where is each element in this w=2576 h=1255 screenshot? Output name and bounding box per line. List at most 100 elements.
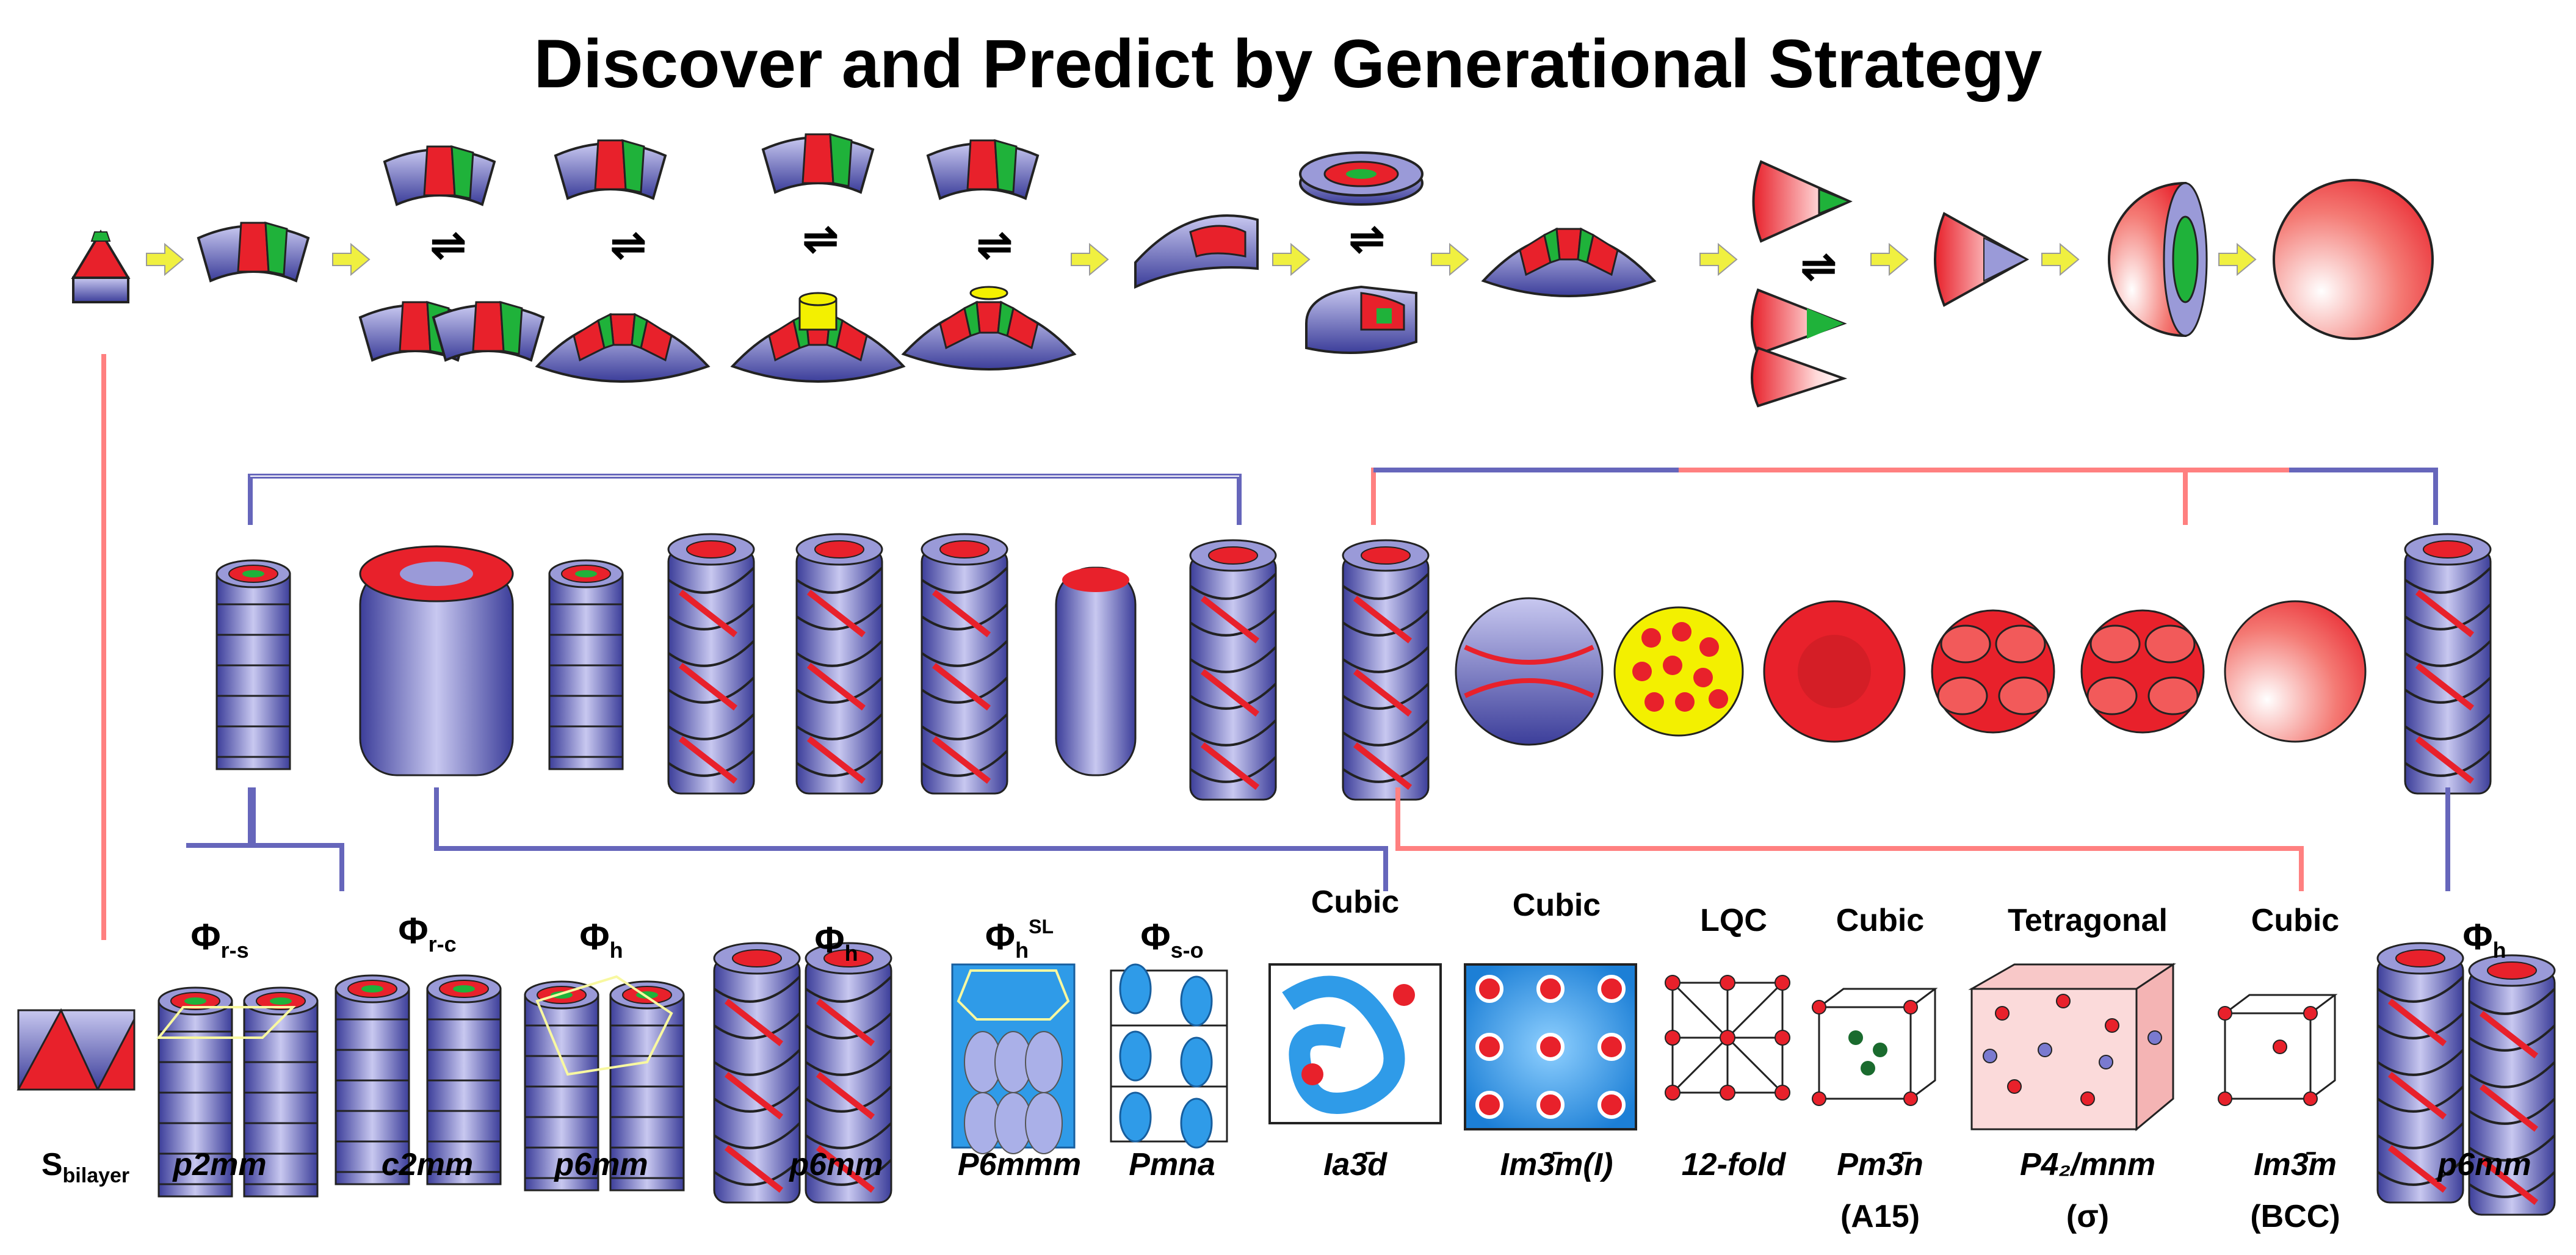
phase-symmetry-label: p2mm (172, 1147, 266, 1182)
im3m-cube (1464, 963, 1637, 1130)
braided-sphere (1455, 597, 1604, 746)
phase-top-subscript: h (1015, 938, 1029, 963)
page-title: Discover and Predict by Generational Str… (534, 26, 2042, 102)
sphere-with-star (2224, 600, 2367, 743)
phase-symmetry-label: p6mm (788, 1147, 883, 1182)
phase-symmetry-label: c2mm (382, 1147, 473, 1182)
cone-assembly (1752, 160, 1853, 243)
wedge-assembly (383, 145, 496, 206)
equilibrium-symbol: ⇌ (803, 215, 839, 262)
p6mmm-superlattice (951, 963, 1076, 1154)
helical-column (1343, 540, 1428, 800)
phase-top-subscript: r-s (221, 938, 249, 963)
hollow-column (1055, 566, 1137, 776)
helical-column (1190, 540, 1276, 800)
dotted-sphere (1613, 606, 1744, 737)
helical-column (2405, 534, 2491, 794)
phase-symmetry-label: Sbilayer (42, 1147, 129, 1187)
double-cone-assembly (1751, 288, 1848, 408)
yellow-arrow (1870, 242, 1909, 277)
phase-top-label: Cubic (2251, 903, 2339, 938)
disk-assembly (1299, 151, 1424, 206)
monomer-triangle (71, 230, 131, 303)
bilayer-structure (16, 1008, 136, 1091)
cone-assembly (1934, 212, 2030, 307)
phase-symmetry-label: p6mm (2436, 1147, 2531, 1182)
phase-top-label: Φh (579, 916, 623, 963)
top-row-assemblies: ⇌ ⇌ ⇌ ⇌ (71, 133, 2434, 408)
upper-connectors (248, 468, 2438, 525)
yellow-arrow (2041, 242, 2080, 277)
red-sphere (1763, 600, 1906, 743)
phase-top-subscript: h (610, 938, 623, 963)
yellow-arrow (1431, 242, 1469, 277)
equilibrium-symbol: ⇌ (977, 221, 1013, 269)
dome-assembly (536, 313, 709, 383)
equilibrium-symbol: ⇌ (1801, 242, 1837, 290)
phase-structure-label: (BCC) (2250, 1199, 2340, 1234)
a15-lattice (1812, 988, 1938, 1106)
dome-assembly (1482, 228, 1655, 297)
phase-top-superscript: SL (1029, 916, 1054, 938)
phase-top-label: Cubic (1311, 884, 1399, 920)
phase-structure-label: (σ) (2066, 1199, 2109, 1234)
equilibrium-symbol: ⇌ (1349, 215, 1385, 262)
red-sphere-micelle (2080, 609, 2205, 734)
yellow-arrow (146, 242, 184, 277)
phase-top-label: Cubic (1513, 888, 1601, 923)
phase-symmetry-subscript: bilayer (63, 1164, 130, 1187)
phase-symmetry-label: P6mmm (958, 1147, 1081, 1182)
bcc-lattice (2218, 994, 2338, 1106)
phase-top-label: Cubic (1836, 903, 1924, 938)
phase-symmetry-label: 12-fold (1682, 1147, 1787, 1182)
p2mm-lattice (156, 986, 319, 1198)
phase-top-label: Tetragonal (2008, 903, 2168, 938)
wedge-assembly (927, 139, 1039, 200)
phase-top-label: Φh (814, 919, 858, 966)
helical-column (797, 534, 882, 794)
elliptical-stacked-column (359, 545, 514, 776)
equilibrium-symbol: ⇌ (430, 221, 466, 269)
lower-connectors (101, 354, 2450, 940)
phase-symmetry-label: Pmna (1129, 1147, 1215, 1182)
yellow-arrow (1272, 242, 1311, 277)
yellow-arrow (332, 242, 371, 277)
lqc-tiling (1665, 975, 1790, 1101)
phase-symmetry-label: p6mm (553, 1147, 648, 1182)
phase-symmetry-label: P4₂/mnm (2020, 1147, 2155, 1182)
sphere-assembly (2273, 179, 2434, 340)
yellow-arrow (1071, 242, 1109, 277)
stacked-disk-column (215, 559, 291, 770)
red-sphere-micelle (1931, 609, 2055, 734)
phase-top-label: Φr-c (398, 910, 456, 957)
pmna-lattice (1110, 963, 1228, 1149)
yellow-arrow (1699, 242, 1738, 277)
phase-structure-label: (A15) (1840, 1199, 1920, 1234)
phase-symmetry-label: Pm3̄n (1837, 1147, 1923, 1182)
phase-symmetry-label: Im3̄m(I) (1500, 1147, 1613, 1182)
bottom-row-phases (16, 943, 2555, 1215)
phase-symmetry-label: Ia3̄d (1323, 1147, 1387, 1182)
phase-top-label: LQC (1700, 903, 1767, 938)
p6mm-lattice (524, 975, 685, 1192)
middle-row-structures (215, 534, 2491, 800)
dome-with-core-assembly (902, 286, 1076, 371)
phase-top-label: ΦhSL (985, 916, 1054, 963)
phase-top-label: Φh (2462, 916, 2506, 963)
wedge-assembly (762, 133, 874, 193)
ia3d-gyroid (1268, 963, 1442, 1124)
wedge-assembly (197, 222, 309, 282)
phase-top-subscript: r-c (429, 931, 457, 957)
phase-top-subscript: s-o (1171, 938, 1204, 963)
dome-with-core-assembly (731, 292, 905, 383)
phase-top-subscript: h (2493, 938, 2506, 963)
phase-top-subscript: h (845, 941, 858, 966)
helical-column (548, 559, 624, 770)
phase-top-label: Φs-o (1140, 916, 1203, 963)
bowtie-assembly (359, 301, 545, 361)
equilibrium-symbol: ⇌ (610, 221, 646, 269)
sigma-lattice (1968, 963, 2176, 1132)
quarter-disk-assembly (1134, 214, 1259, 289)
yellow-arrow (2218, 242, 2257, 277)
wedge-assembly (554, 139, 667, 200)
